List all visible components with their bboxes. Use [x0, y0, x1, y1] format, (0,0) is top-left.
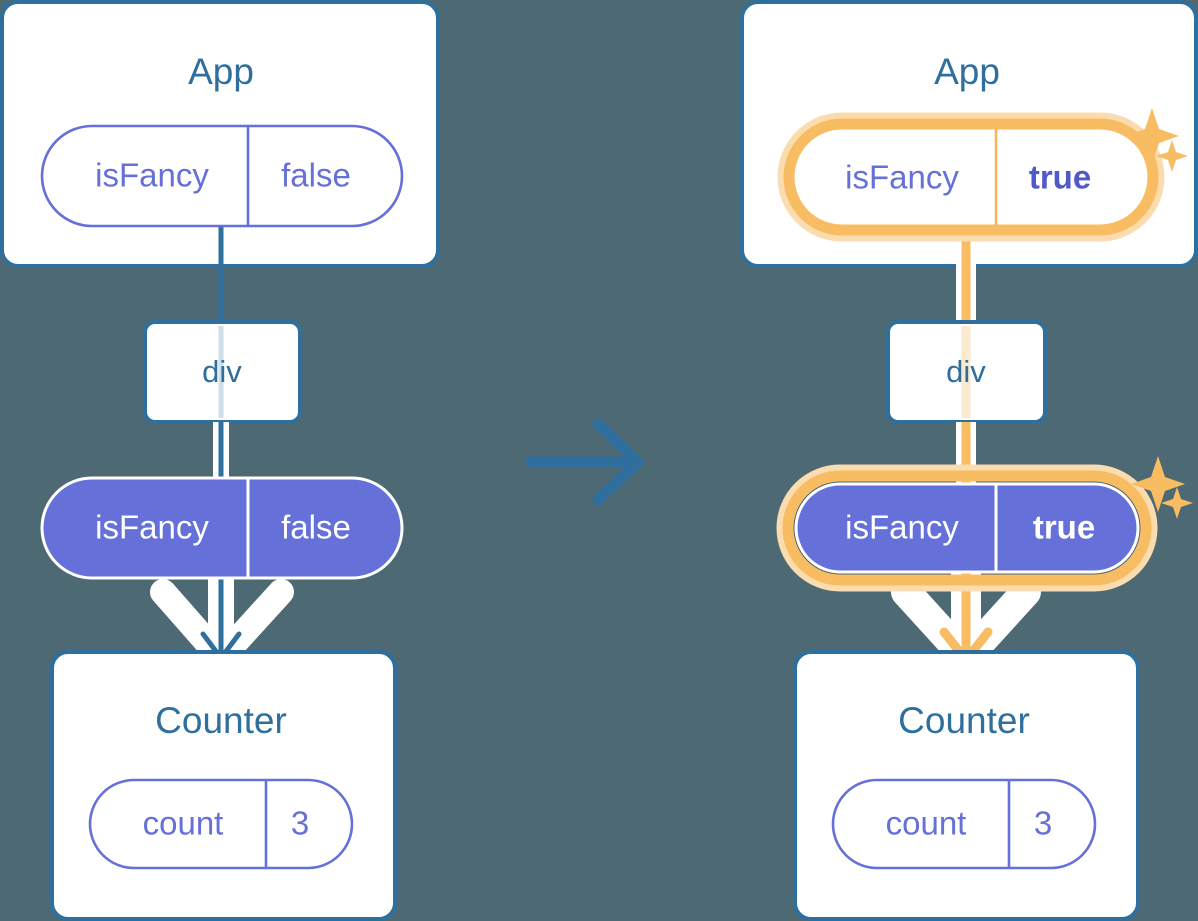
counter-title-after: Counter [898, 700, 1030, 741]
sparkle-icon-app-after [1125, 108, 1188, 172]
prop-key-before: isFancy [95, 509, 209, 546]
app-state-value-before: false [281, 157, 351, 194]
counter-state-pill-before [88, 778, 354, 870]
div-node-label-before: div [202, 354, 242, 389]
sparkle-icon-prop-after [1131, 456, 1193, 519]
app-state-pill-glow-after [777, 112, 1165, 242]
app-title-before: App [188, 51, 254, 92]
prop-pill-glow-after [776, 464, 1158, 592]
counter-state-value-before: 3 [291, 805, 309, 842]
app-state-key-after: isFancy [845, 159, 959, 196]
prop-key-after: isFancy [845, 509, 959, 546]
right-arrow-icon [525, 418, 644, 506]
prop-pill-before [40, 476, 404, 580]
prop-value-before: false [281, 509, 351, 546]
app-state-key-before: isFancy [95, 157, 209, 194]
counter-state-pill-after [831, 778, 1097, 870]
app-state-pill-before [40, 124, 404, 228]
app-title-after: App [934, 51, 1000, 92]
div-node-label-after: div [946, 354, 986, 389]
counter-state-key-after: count [886, 805, 967, 842]
app-state-value-after: true [1029, 159, 1091, 196]
prop-pill-after [794, 482, 1140, 574]
prop-pill-highlight-after [782, 470, 1152, 586]
counter-state-key-before: count [143, 805, 224, 842]
app-state-pill-highlight-after [783, 118, 1159, 236]
counter-title-before: Counter [155, 700, 287, 741]
prop-value-after: true [1033, 509, 1095, 546]
counter-state-value-after: 3 [1034, 805, 1052, 842]
